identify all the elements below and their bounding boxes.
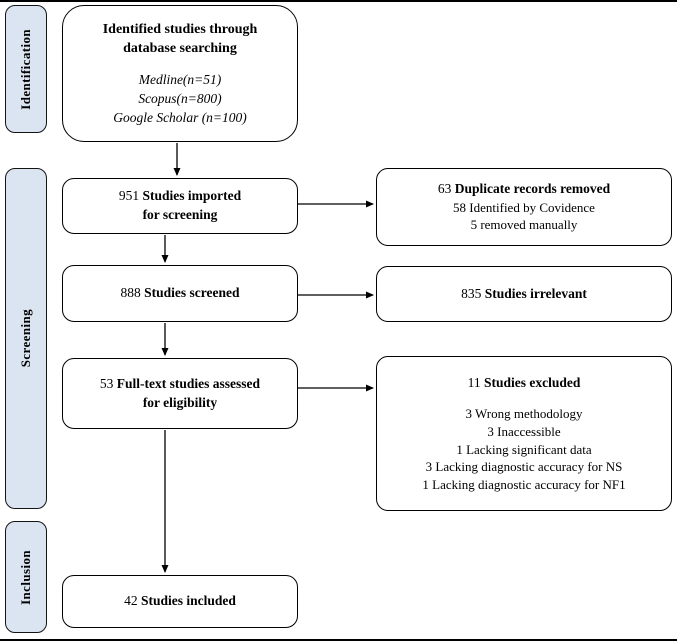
box-fulltext-assessed: 53 Full-text studies assessed for eligib…: [62, 358, 298, 429]
box-duplicates-removed: 63 Duplicate records removed 58 Identifi…: [376, 168, 672, 246]
figure-bottom-border: [0, 638, 677, 641]
stage-identification-label: Identification: [18, 28, 33, 110]
included-count: 42: [124, 593, 138, 609]
box-identified-studies: Identified studies through database sear…: [62, 5, 298, 142]
stage-inclusion-label: Inclusion: [18, 549, 33, 605]
screened-count: 888: [120, 285, 141, 301]
excluded-reason-inaccessible: 3 Inaccessible: [487, 423, 561, 439]
imported-count: 951: [118, 188, 140, 204]
fulltext-count: 53: [99, 375, 114, 391]
box-studies-irrelevant: 835 Studies irrelevant: [376, 266, 672, 322]
imported-line1: 951 Studies imported: [119, 187, 241, 206]
identified-source-medline: Medline(n=51): [138, 72, 222, 88]
duplicates-label: Duplicate records removed: [454, 181, 611, 197]
identified-title-line1: Identified studies through: [102, 21, 258, 37]
irrelevant-label: Studies irrelevant: [484, 285, 587, 301]
figure-top-border: [0, 0, 677, 2]
excluded-reason-accuracy-ns: 3 Lacking diagnostic accuracy for NS: [425, 459, 623, 475]
stage-inclusion: Inclusion: [5, 521, 47, 633]
duplicates-detail-manual: 5 removed manually: [470, 217, 578, 233]
identified-source-google-scholar: Google Scholar (n=100): [113, 109, 247, 125]
screened-label: Studies screened: [144, 285, 240, 301]
irrelevant-count: 835: [461, 285, 482, 301]
stage-screening: Screening: [5, 168, 47, 509]
excluded-reason-accuracy-nf1: 1 Lacking diagnostic accuracy for NF1: [422, 476, 626, 492]
included-label: Studies included: [140, 593, 236, 609]
included-line: 42 Studies included: [124, 592, 236, 611]
box-studies-imported: 951 Studies imported for screening: [62, 178, 298, 234]
fulltext-label-line1: Full-text studies assessed: [116, 375, 261, 391]
box-studies-screened: 888 Studies screened: [62, 265, 298, 322]
imported-label-line1: Studies imported: [142, 188, 242, 204]
duplicates-line: 63 Duplicate records removed: [438, 180, 610, 199]
duplicates-count: 63: [437, 181, 452, 197]
irrelevant-line: 835 Studies irrelevant: [461, 285, 587, 304]
box-studies-excluded: 11 Studies excluded 3 Wrong methodology …: [376, 356, 672, 511]
fulltext-label-line2: for eligibility: [142, 394, 218, 410]
screened-line: 888 Studies screened: [120, 284, 239, 303]
excluded-reason-significant-data: 1 Lacking significant data: [456, 441, 592, 457]
excluded-reason-methodology: 3 Wrong methodology: [465, 406, 583, 422]
identified-title-line2: database searching: [123, 41, 237, 57]
identified-source-scopus: Scopus(n=800): [138, 91, 222, 106]
fulltext-line1: 53 Full-text studies assessed: [100, 375, 260, 394]
stage-identification: Identification: [5, 5, 47, 133]
excluded-label: Studies excluded: [483, 374, 581, 390]
excluded-line: 11 Studies excluded: [468, 374, 581, 393]
excluded-count: 11: [467, 374, 481, 390]
imported-label-line2: for screening: [142, 207, 218, 222]
stage-screening-label: Screening: [18, 309, 33, 368]
box-studies-included: 42 Studies included: [62, 575, 298, 628]
duplicates-detail-covidence: 58 Identified by Covidence: [453, 199, 595, 215]
